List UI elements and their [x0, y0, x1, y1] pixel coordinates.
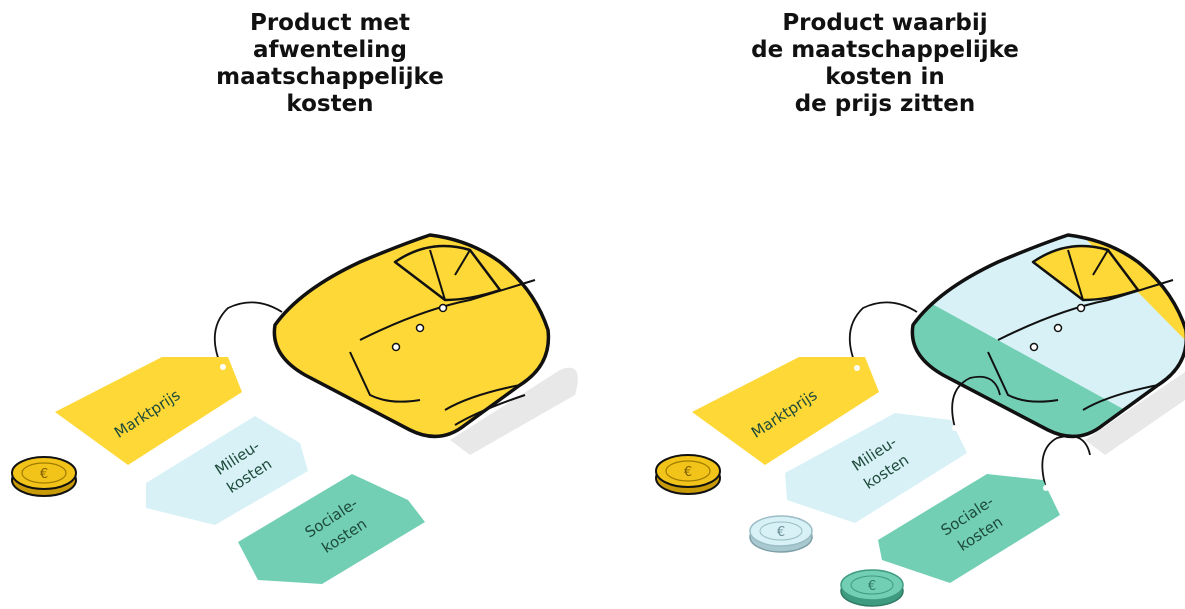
panel-included-costs: Product waarbij de maatschappelijke kost…: [595, 0, 1185, 609]
right-title-line-1: Product waarbij: [782, 10, 988, 36]
left-title-line-1: Product met: [249, 10, 411, 36]
right-title-line-3: kosten in: [825, 64, 945, 90]
left-title: Product met afwenteling maatschappelijke…: [0, 10, 660, 118]
right-title-line-4: de prijs zitten: [794, 91, 976, 117]
right-coin-green: €: [840, 569, 904, 607]
right-tag-string-env: [951, 375, 1001, 429]
left-title-line-3: maatschappelijke: [216, 64, 444, 90]
right-coin-gold-symbol: €: [684, 465, 692, 480]
left-tag-environment: Milieu- kosten: [146, 416, 308, 525]
right-illustration: Marktprijs Milieu- kosten Sociale- koste…: [655, 233, 1185, 607]
left-shirt-shadow: [450, 367, 578, 455]
right-title: Product waarbij de maatschappelijke kost…: [555, 10, 1185, 118]
right-tag-string-social: [1041, 435, 1091, 489]
right-tag-social: Sociale- kosten: [878, 474, 1060, 583]
right-coin-green-symbol: €: [868, 579, 876, 594]
left-tag-market: Marktprijs: [55, 357, 242, 465]
right-coin-gold: €: [655, 454, 721, 495]
right-coin-blue: €: [749, 515, 813, 553]
right-coin-blue-symbol: €: [777, 525, 785, 540]
left-illustration: Marktprijs Milieu- kosten Sociale- koste…: [11, 233, 578, 584]
right-tag-string-market: [848, 301, 918, 369]
left-coin-symbol: €: [40, 467, 48, 482]
right-tag-environment: Milieu- kosten: [785, 413, 967, 523]
right-shirt-shadow: [1085, 372, 1185, 455]
right-tag-market: Marktprijs: [692, 357, 879, 465]
right-title-line-2: de maatschappelijke: [751, 37, 1019, 63]
left-tag-social: Sociale- kosten: [238, 474, 425, 584]
left-coin-gold: €: [11, 456, 77, 497]
left-shirt: [272, 233, 551, 439]
left-tag-string: [213, 301, 283, 369]
panel-external-costs: Product met afwenteling maatschappelijke…: [11, 10, 578, 584]
left-title-line-2: afwenteling: [253, 37, 407, 63]
left-title-line-4: kosten: [286, 91, 374, 117]
